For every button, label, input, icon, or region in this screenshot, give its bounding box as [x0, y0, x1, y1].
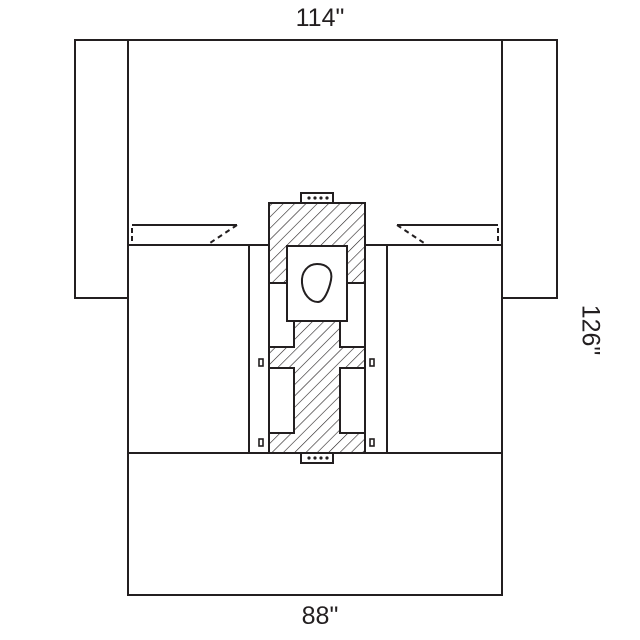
main-drape-body — [127, 39, 503, 596]
tab-markers — [258, 358, 375, 447]
bottom-tube-holder — [300, 452, 334, 464]
left-arm-flap — [74, 39, 129, 299]
top-width-label: 114" — [295, 4, 345, 32]
height-label: 126" — [576, 304, 605, 356]
right-arm-flap — [501, 39, 558, 299]
left-pouch — [131, 224, 238, 246]
top-tube-holder — [300, 192, 334, 204]
incise-area — [268, 202, 366, 454]
holder-dots — [307, 196, 329, 460]
right-pouch — [396, 224, 499, 246]
fenestration-opening — [300, 262, 333, 304]
bottom-width-label: 88" — [301, 602, 339, 630]
